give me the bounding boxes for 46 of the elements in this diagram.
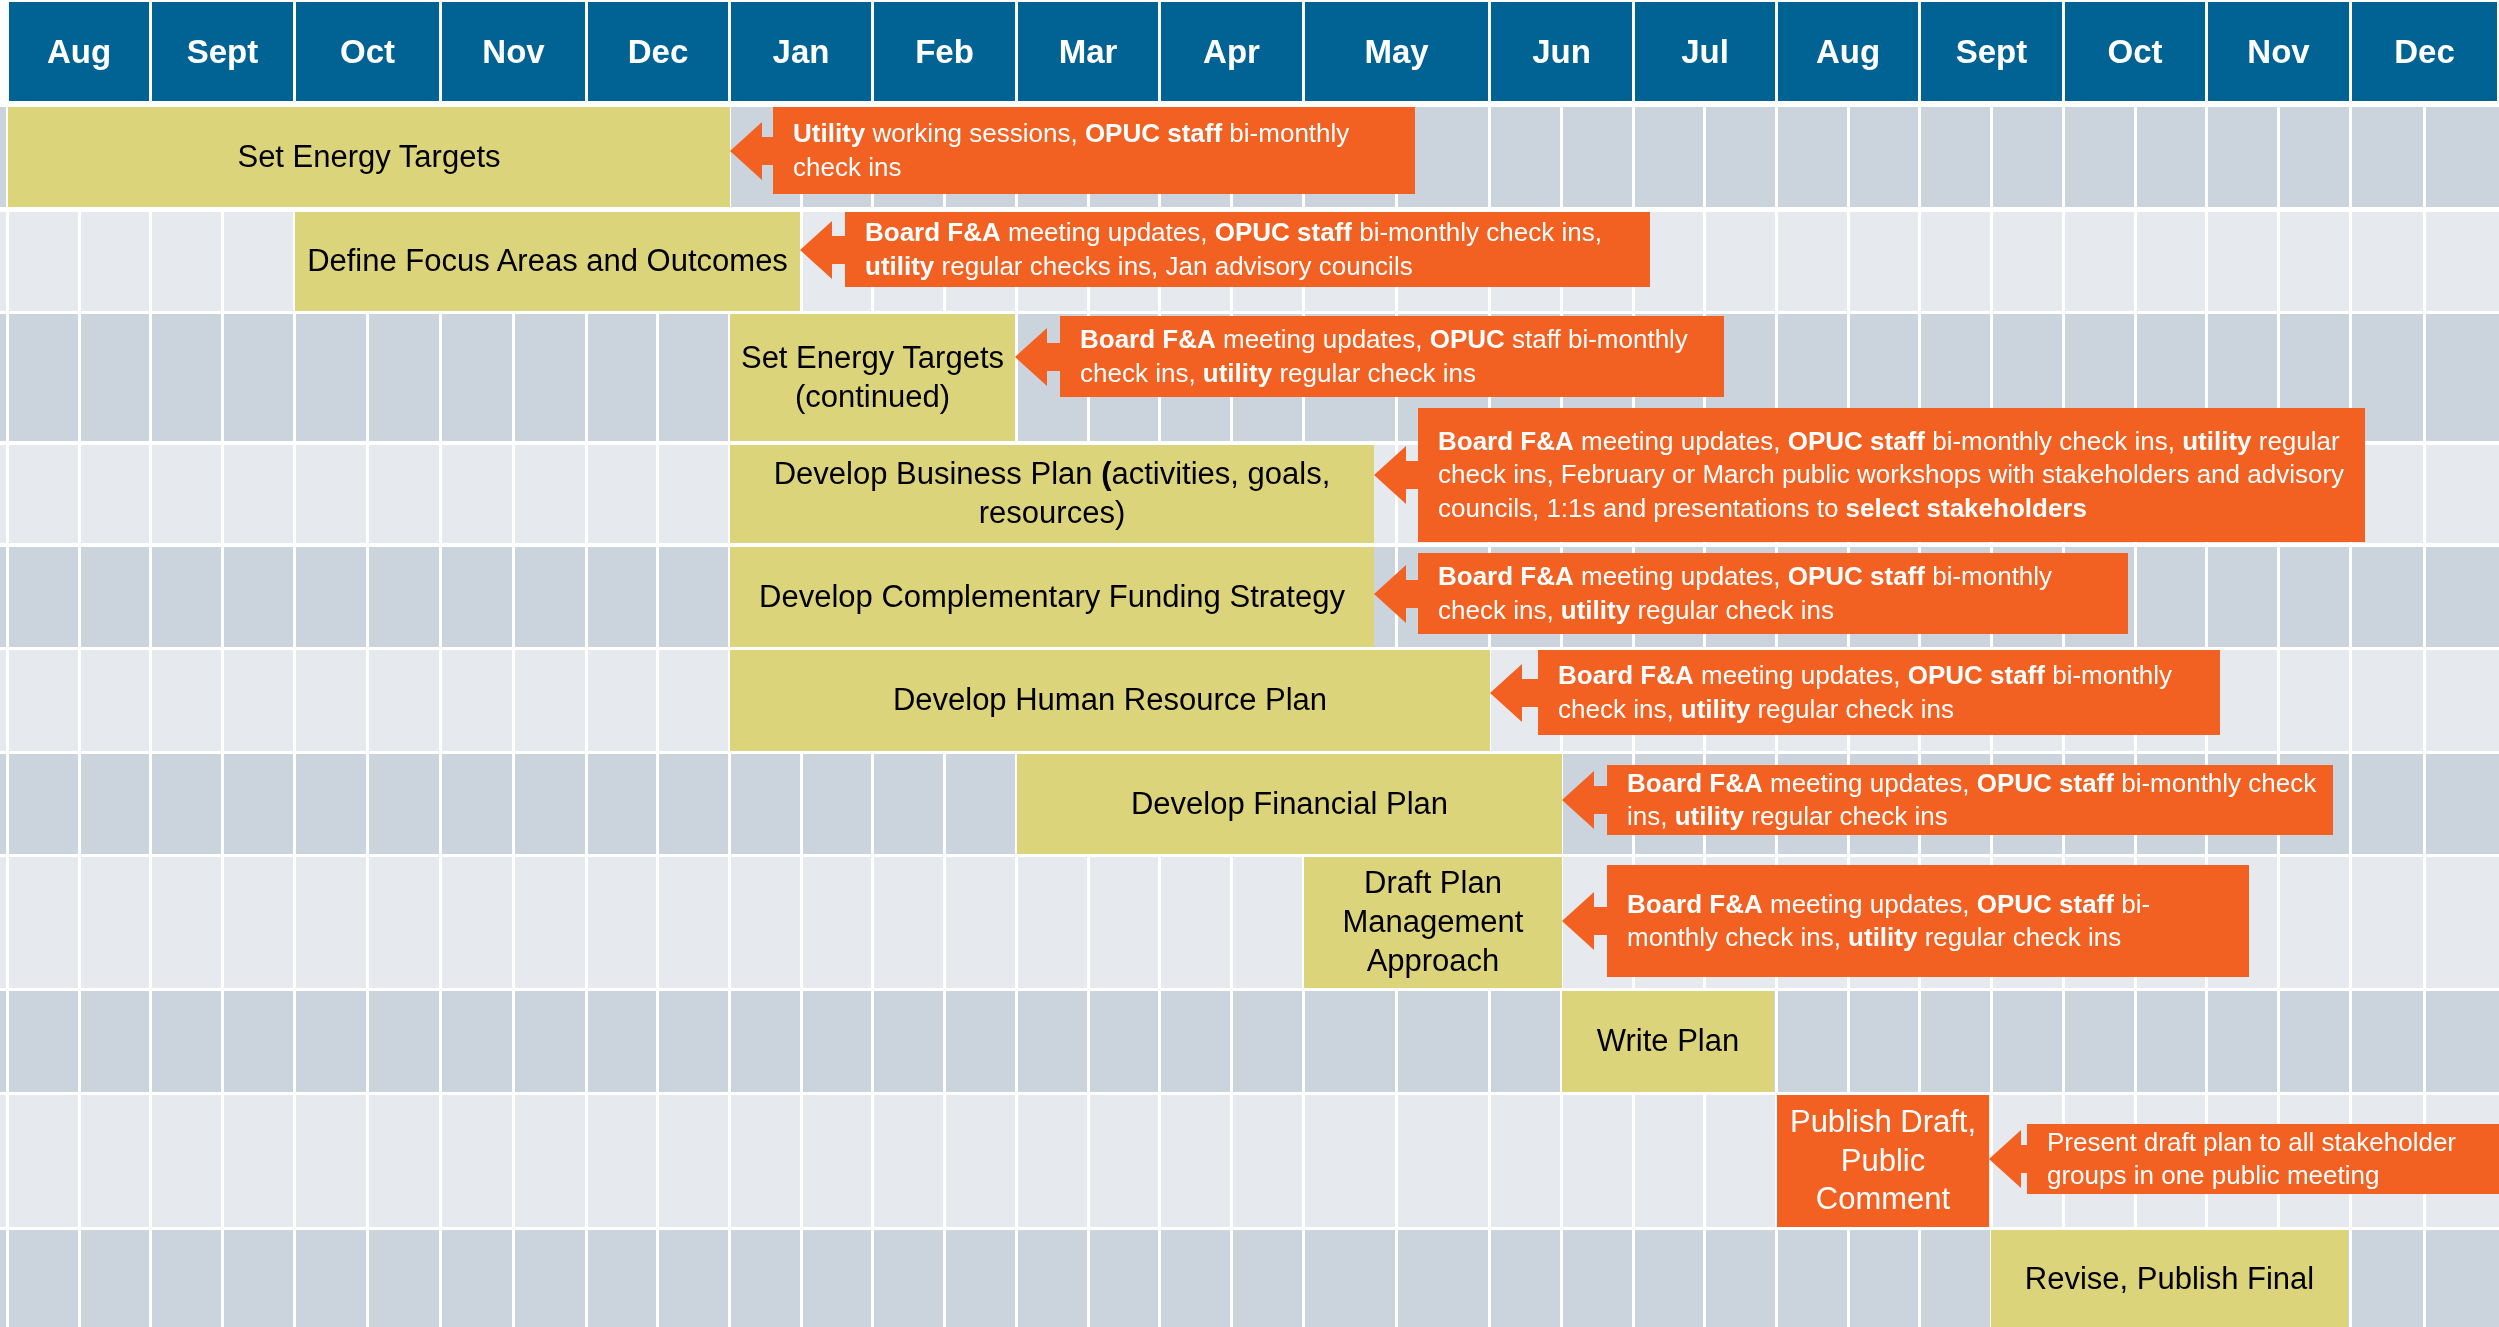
task-bar: Set Energy Targets (continued)	[730, 314, 1015, 441]
month-header: Mar	[1018, 2, 1158, 101]
task-bar: Set Energy Targets	[8, 107, 730, 207]
month-header: Nov	[442, 2, 585, 101]
task-bar: Develop Financial Plan	[1017, 754, 1562, 854]
callout-arrow	[1374, 446, 1419, 504]
month-header: Aug	[9, 2, 149, 101]
month-header: May	[1305, 2, 1488, 101]
month-header: Jan	[731, 2, 871, 101]
callout-arrow	[1490, 664, 1539, 722]
month-header: Sept	[152, 2, 293, 101]
task-bar: Define Focus Areas and Outcomes	[295, 212, 800, 311]
month-header: Dec	[588, 2, 728, 101]
task-bar: Draft Plan Management Approach	[1304, 857, 1562, 988]
task-bar: Revise, Publish Final	[1991, 1230, 2348, 1327]
callout-arrow	[730, 122, 774, 180]
month-header: Jul	[1635, 2, 1775, 101]
callout-box: Board F&A meeting updates, OPUC staff bi-monthly check ins, utility regular check ins	[1060, 316, 1724, 397]
callout-box: Board F&A meeting updates, OPUC staff bi-monthly check ins, utility regular check ins	[1607, 865, 2249, 977]
callout-arrow	[1562, 771, 1608, 829]
month-header: Nov	[2208, 2, 2349, 101]
task-bar: Develop Human Resource Plan	[730, 650, 1490, 751]
task-bar: Develop Complementary Funding Strategy	[730, 547, 1374, 647]
month-header: Jun	[1491, 2, 1632, 101]
callout-box: Present draft plan to all stakeholder groups in one public meeting	[2027, 1124, 2499, 1194]
month-header: Oct	[296, 2, 439, 101]
callout-arrow	[1015, 328, 1061, 386]
callout-box: Board F&A meeting updates, OPUC staff bi-monthly check ins, utility regular checks ins, Jan advisory councils	[845, 212, 1650, 287]
month-header: Oct	[2065, 2, 2205, 101]
callout-box: Board F&A meeting updates, OPUC staff bi-monthly check ins, utility regular check ins	[1538, 650, 2220, 735]
callout-arrow	[1989, 1130, 2028, 1188]
callout-box: Board F&A meeting updates, OPUC staff bi-monthly check ins, utility regular check ins	[1607, 765, 2333, 835]
month-header: Aug	[1778, 2, 1918, 101]
callout-box: Utility working sessions, OPUC staff bi-monthly check ins	[773, 107, 1415, 194]
task-bar: Develop Business Plan (activities, goals, resources)	[730, 445, 1374, 543]
callout-arrow	[1374, 565, 1419, 623]
callout-box: Board F&A meeting updates, OPUC staff bi-monthly check ins, utility regular check ins, February or March public workshops with stakeholders and advisory councils, 1:1s and presentations to select stakeholders	[1418, 408, 2365, 542]
month-header: Dec	[2352, 2, 2497, 101]
month-header: Feb	[874, 2, 1015, 101]
callout-arrow	[1562, 892, 1608, 950]
task-bar: Publish Draft, Public Comment	[1777, 1095, 1989, 1227]
month-header: Sept	[1921, 2, 2062, 101]
callout-arrow	[800, 221, 846, 279]
task-bar: Write Plan	[1562, 991, 1774, 1092]
callout-box: Board F&A meeting updates, OPUC staff bi-monthly check ins, utility regular check ins	[1418, 553, 2128, 634]
month-header: Apr	[1161, 2, 1302, 101]
